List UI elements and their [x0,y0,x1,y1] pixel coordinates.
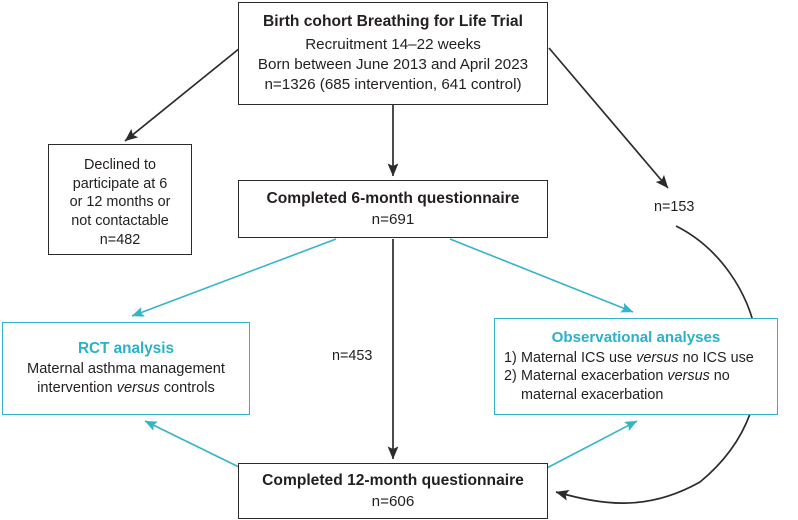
edge-cohort-to-declined [124,47,241,142]
rct-line2-pre: intervention [37,380,117,397]
obs-item2-text: Maternal exacerbation versus no maternal … [521,367,768,404]
node-observational-item-2: 2) Maternal exacerbation versus no matern… [504,367,768,404]
node-birth-cohort-line2: Born between June 2013 and April 2023 [257,56,529,74]
node-rct-analysis-line1: Maternal asthma management [27,361,225,378]
node-declined-count: n=482 [99,231,141,248]
rct-line2-emphasis: versus [116,380,160,397]
obs-item2-pre: Maternal exacerbation [521,368,668,385]
node-declined-line1: Declined to [84,157,156,173]
rct-line2-post: controls [159,380,215,397]
node-declined-line3: or 12 months or [69,194,171,211]
node-declined: Declined to participate at 6 or 12 month… [48,144,192,255]
node-birth-cohort-line3: n=1326 (685 intervention, 641 control) [264,75,522,93]
obs-item2-post: no [709,368,730,385]
node-observational-analyses: Observational analyses 1) Maternal ICS u… [494,318,778,415]
node-birth-cohort-line1: Recruitment 14–22 weeks [305,36,481,54]
node-12-month-questionnaire: Completed 12-month questionnaire n=606 [238,463,548,519]
node-birth-cohort-title: Birth cohort Breathing for Life Trial [263,13,523,31]
obs-item1-text: Maternal ICS use versus no ICS use [521,349,768,368]
node-rct-analysis-title: RCT analysis [77,339,175,357]
node-observational-title: Observational analyses [551,329,721,347]
node-rct-analysis-line2: intervention versus controls [37,379,215,398]
edge-label-n153: n=153 [654,199,695,215]
edge-cohort-to-n153 [548,47,669,189]
node-rct-analysis: RCT analysis Maternal asthma management … [2,322,250,415]
obs-item1-post: no ICS use [678,349,754,366]
obs-item1-number: 1) [504,349,517,366]
node-birth-cohort: Birth cohort Breathing for Life Trial Re… [238,2,548,105]
obs-item1-pre: Maternal ICS use [521,349,637,366]
obs-item2-continuation: maternal exacerbation [521,387,664,404]
node-12-month-count: n=606 [371,492,415,510]
node-12-month-title: Completed 12-month questionnaire [262,471,524,489]
node-observational-item-1: 1) Maternal ICS use versus no ICS use [504,349,768,368]
node-declined-line4: not contactable [71,213,169,230]
edge-q6-to-rct [131,238,337,317]
obs-item2-number: 2) [504,368,517,385]
edge-q12-to-obs [542,420,638,471]
edge-q6-to-obs [449,238,634,313]
node-6-month-title: Completed 6-month questionnaire [266,189,520,207]
edge-n153-to-q12 [555,225,760,504]
node-declined-line2: participate at 6 [72,175,168,192]
edge-label-n453: n=453 [332,348,373,364]
edge-q12-to-rct [144,420,246,471]
obs-item1-emphasis: versus [636,349,679,366]
obs-item2-emphasis: versus [667,368,710,385]
node-6-month-count: n=691 [371,210,415,228]
node-6-month-questionnaire: Completed 6-month questionnaire n=691 [238,180,548,238]
